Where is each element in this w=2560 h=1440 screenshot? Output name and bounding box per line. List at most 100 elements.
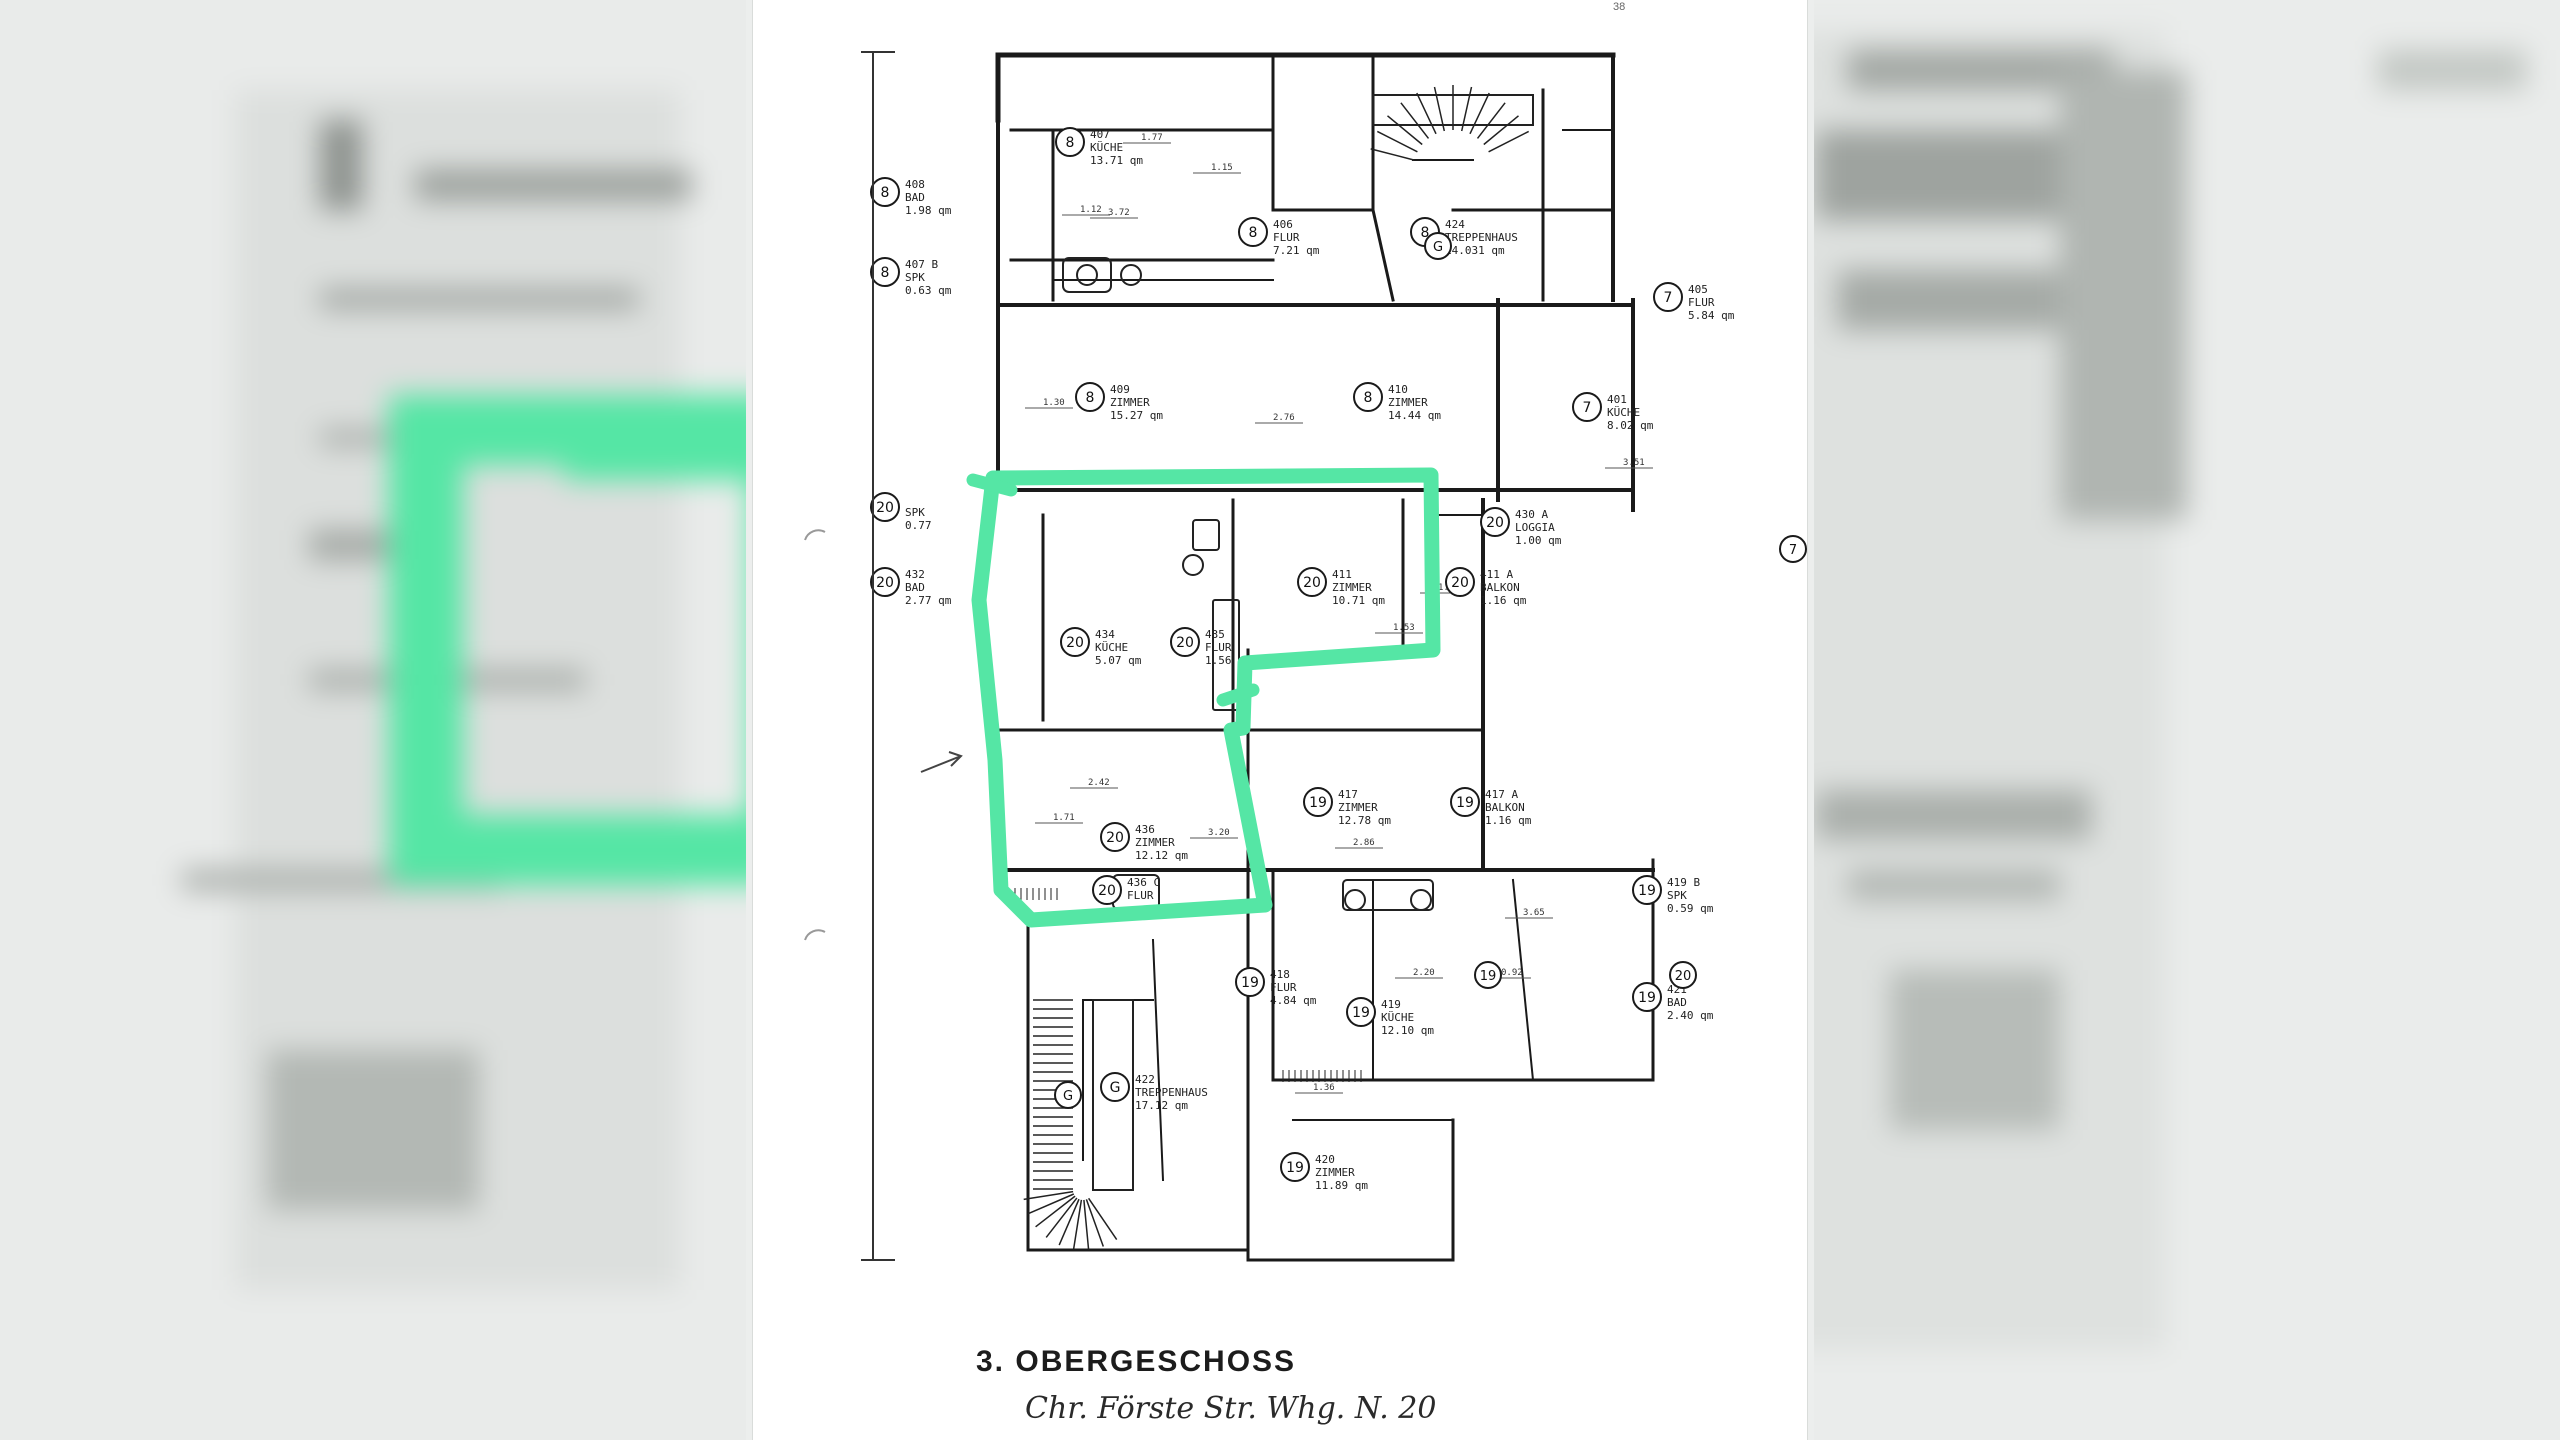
room-number: 420 (1315, 1153, 1335, 1166)
dimension-label: 2.76 (1273, 413, 1295, 423)
room-number: 436 C (1127, 876, 1160, 889)
unit-circle (1632, 982, 1662, 1012)
unit-circle (1303, 787, 1333, 817)
room-area: 4.84 qm (1270, 994, 1317, 1007)
room-name: ZIMMER (1135, 836, 1175, 849)
room-number: 417 A (1485, 788, 1518, 801)
room-number: 407 (1090, 128, 1110, 141)
unit-circle (1060, 627, 1090, 657)
blurred-background-right (1814, 0, 2560, 1440)
dimension-label: 1.77 (1141, 133, 1163, 143)
room-name: KÜCHE (1381, 1011, 1414, 1024)
unit-number: G (1110, 1080, 1121, 1096)
unit-number: 19 (1638, 883, 1656, 899)
unit-circle (1092, 875, 1122, 905)
room-name: TREPPENHAUS (1445, 231, 1518, 244)
dimension-label: 3.51 (1623, 458, 1645, 468)
circled-marker-2: 19 (1474, 961, 1502, 989)
svg-text:G: G (1063, 1089, 1073, 1104)
room-area: 12.78 qm (1338, 814, 1391, 827)
unit-number: 7 (1664, 290, 1673, 306)
room-name: FLUR (1270, 981, 1297, 994)
room-name: KÜCHE (1095, 641, 1128, 654)
unit-number: 20 (1066, 635, 1084, 651)
svg-text:19: 19 (1480, 969, 1497, 984)
unit-circle (1235, 967, 1265, 997)
circled-marker-3: G (1054, 1081, 1082, 1109)
dimension-annotations: 1.771.153.721.121.302.763.511.532.421.71… (1025, 133, 1653, 1094)
unit-number: 19 (1638, 990, 1656, 1006)
room-area: 1.98 qm (905, 204, 952, 217)
room-area: 14.44 qm (1388, 409, 1441, 422)
room-area: 1.00 qm (1515, 534, 1562, 547)
dimension-label: 3.65 (1523, 908, 1545, 918)
room-area: 0.77 (905, 519, 932, 532)
floor-plan-fixtures (1002, 85, 1534, 1250)
room-number: 435 (1205, 628, 1225, 641)
unit-number: 19 (1456, 795, 1474, 811)
room-area: 12.12 qm (1135, 849, 1188, 862)
room-name: BAD (1667, 996, 1687, 1009)
room-number: 436 (1135, 823, 1155, 836)
unit-number: 20 (1106, 830, 1124, 846)
punch-hole-marks (804, 529, 826, 941)
dimension-label: 1.36 (1313, 1083, 1335, 1093)
unit-number: 20 (1303, 575, 1321, 591)
room-number: 432 (905, 568, 925, 581)
room-area: 12.10 qm (1381, 1024, 1434, 1037)
unit-number: 8 (1086, 390, 1095, 406)
unit-number: 19 (1309, 795, 1327, 811)
left-scale-line (861, 51, 895, 1261)
room-number: 401 (1607, 393, 1627, 406)
plan-title: 3. OBERGESCHOSS (976, 1345, 1296, 1378)
unit-number: 19 (1286, 1160, 1304, 1176)
unit-number: 20 (1176, 635, 1194, 651)
room-number: 422 (1135, 1073, 1155, 1086)
room-area: 14.031 qm (1445, 244, 1505, 257)
unit-circle (1572, 392, 1602, 422)
room-name: SPK (1667, 889, 1687, 902)
room-number: 411 A (1480, 568, 1513, 581)
circled-marker-0: 7 (1779, 535, 1807, 563)
unit-circle (1100, 822, 1130, 852)
unit-number: 20 (1486, 515, 1504, 531)
room-name: ZIMMER (1388, 396, 1428, 409)
unit-number: 8 (1364, 390, 1373, 406)
unit-circle (870, 257, 900, 287)
unit-circle (870, 177, 900, 207)
room-area: 2.77 qm (905, 594, 952, 607)
room-number: 419 B (1667, 876, 1700, 889)
room-name: KÜCHE (1607, 406, 1640, 419)
unit-number: 19 (1352, 1005, 1370, 1021)
dimension-label: 2.86 (1353, 838, 1375, 848)
room-name: BAD (905, 191, 925, 204)
highlight-overdraw-stroke (966, 473, 1260, 707)
apartment-20-highlight (971, 467, 1441, 928)
dimension-label: 1.53 (1393, 623, 1415, 633)
room-name: BALKON (1480, 581, 1520, 594)
unit-number: 7 (1583, 400, 1592, 416)
room-name: ZIMMER (1110, 396, 1150, 409)
room-name: FLUR (1127, 889, 1154, 902)
unit-circle (1632, 875, 1662, 905)
room-name: ZIMMER (1315, 1166, 1355, 1179)
dimension-label: 2.42 (1088, 778, 1110, 788)
room-area: 11.89 qm (1315, 1179, 1368, 1192)
room-number: 409 (1110, 383, 1130, 396)
